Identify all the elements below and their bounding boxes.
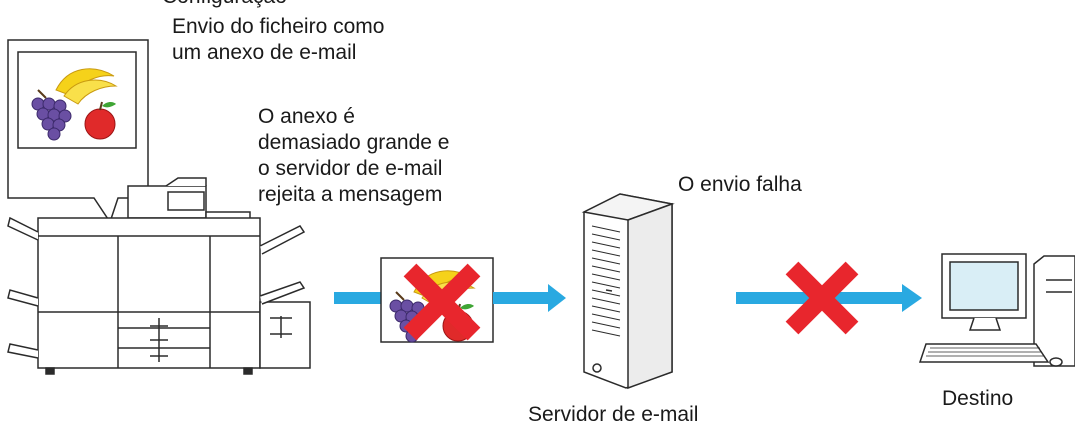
attachment-caption: Envio do ficheiro como um anexo de e-mai… xyxy=(172,15,385,64)
printer-icon xyxy=(7,177,311,375)
speech-bubble xyxy=(7,39,149,224)
arrow-icon xyxy=(493,284,566,312)
failed-attachment xyxy=(380,257,494,343)
destination-label: Destino xyxy=(942,387,1014,410)
arrow-icon xyxy=(334,292,384,304)
computer-icon xyxy=(918,253,1075,367)
send-fails-caption: O envio falha xyxy=(678,173,802,196)
cross-icon xyxy=(403,263,481,341)
mail-server-icon xyxy=(581,193,675,390)
cross-icon xyxy=(785,261,859,335)
mail-server-label: Servidor de e-mail xyxy=(528,403,699,426)
cut-off-title: Configuração xyxy=(162,0,287,10)
reject-reason-caption: O anexo é demasiado grande e o servidor … xyxy=(258,105,450,206)
